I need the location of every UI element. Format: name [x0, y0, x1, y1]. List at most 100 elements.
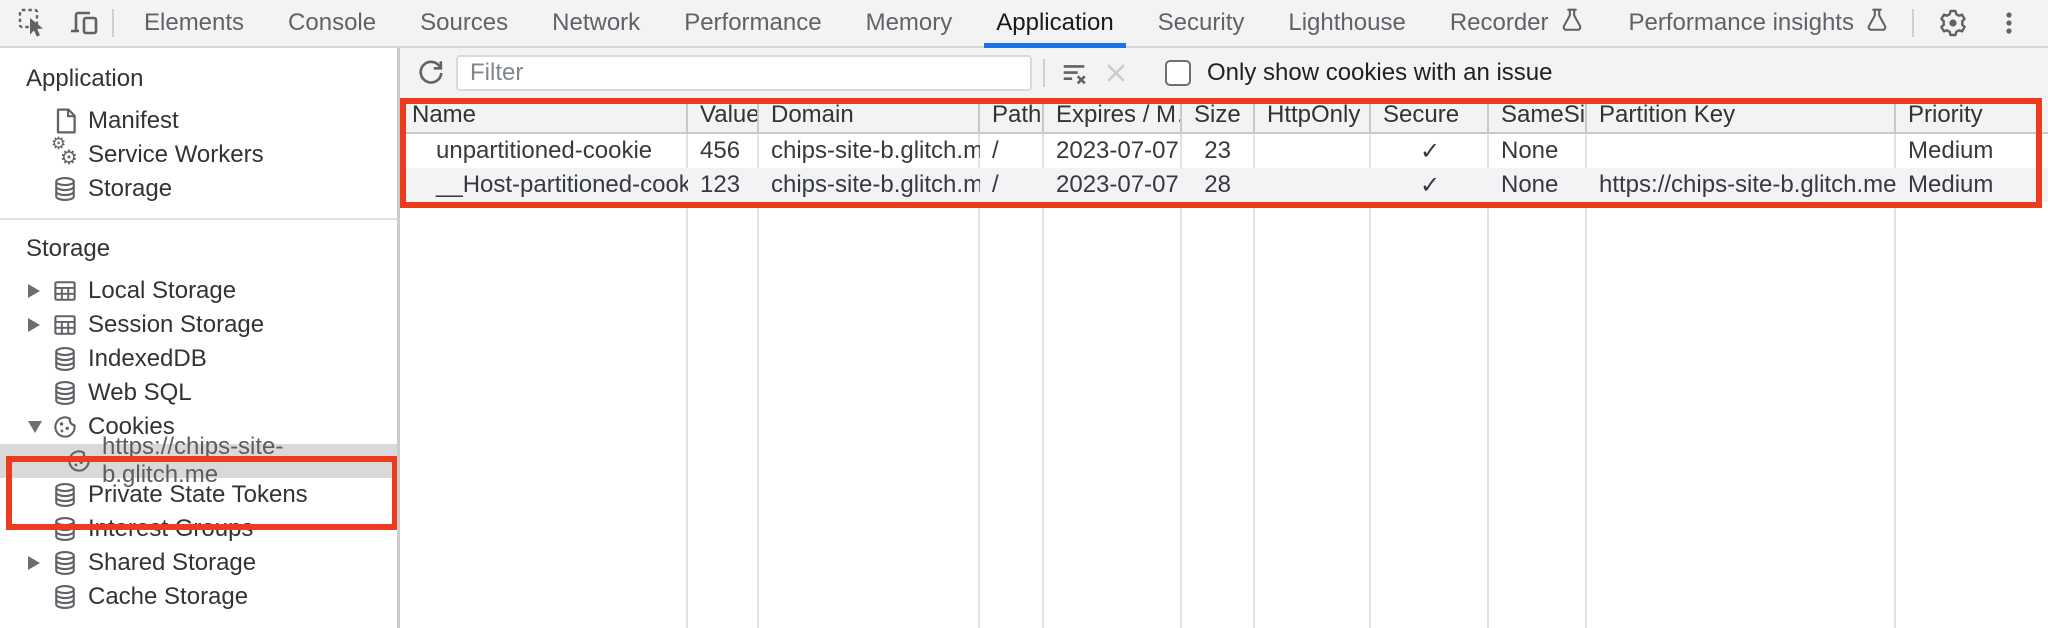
cell-path: / — [992, 137, 999, 164]
sidebar-item-label: Interest Groups — [88, 515, 254, 542]
chevron-right-icon[interactable] — [28, 318, 50, 332]
column-header-domain[interactable]: Domain — [759, 98, 980, 132]
experiment-flask-icon — [1559, 7, 1585, 40]
column-header-partition-key[interactable]: Partition Key — [1587, 98, 1896, 132]
sidebar-item-label: Local Storage — [88, 277, 237, 304]
column-header-value[interactable]: Value — [688, 98, 759, 132]
column-header-size[interactable]: Size — [1182, 98, 1255, 132]
column-header-priority[interactable]: Priority — [1908, 101, 1983, 128]
tab-security[interactable]: Security — [1136, 0, 1267, 46]
tab-network[interactable]: Network — [530, 0, 662, 46]
tab-application[interactable]: Application — [974, 0, 1135, 48]
cell-httponly — [1255, 134, 1371, 168]
cookie-row-host-partitioned-cookie[interactable]: __Host-partitioned-cookie 123 chips-site-b… — [400, 168, 2048, 202]
column-line — [1044, 98, 1182, 628]
settings-gear-icon[interactable] — [1936, 6, 1970, 40]
delete-icon[interactable] — [1099, 56, 1133, 90]
refresh-icon[interactable] — [414, 56, 448, 90]
sidebar-item-cookies[interactable]: Cookies — [0, 410, 397, 444]
sidebar-item-private-state-tokens[interactable]: Private State Tokens — [0, 478, 397, 512]
column-header-samesite[interactable]: SameSite — [1489, 98, 1587, 132]
triangle-glyph — [28, 318, 40, 332]
column-separators — [400, 98, 2048, 628]
sidebar-item-label: Session Storage — [88, 311, 265, 338]
chevron-right-icon[interactable] — [28, 556, 50, 570]
tab-label: Sources — [420, 9, 509, 36]
tab-console[interactable]: Console — [266, 0, 398, 46]
cell-domain: chips-site-b.glitch.me — [771, 171, 980, 198]
sidebar-divider — [0, 218, 397, 220]
tab-recorder[interactable]: Recorder — [1428, 0, 1607, 46]
cookie-icon — [64, 446, 94, 476]
database-icon — [50, 344, 80, 374]
sidebar-item-shared-storage[interactable]: Shared Storage — [0, 546, 397, 580]
sidebar-item-storage[interactable]: Storage — [0, 172, 397, 206]
device-toolbar-icon[interactable] — [68, 6, 102, 40]
sidebar-item-label: Manifest — [88, 107, 179, 134]
sidebar-item-label: Service Workers — [88, 141, 264, 168]
column-header-httponly[interactable]: HttpOnly — [1255, 98, 1371, 132]
filter-input[interactable] — [456, 55, 1032, 91]
sidebar-item-manifest[interactable]: Manifest — [0, 104, 397, 138]
service-workers-icon: ⚙⚙ — [51, 134, 78, 169]
cell-value: 456 — [700, 137, 741, 164]
cell-domain: chips-site-b.glitch.me — [771, 137, 980, 164]
tab-label: Lighthouse — [1288, 9, 1406, 36]
cell-size: 23 — [1204, 137, 1231, 164]
sidebar-item-label: Cookies — [88, 413, 175, 440]
column-header-secure[interactable]: Secure — [1371, 98, 1489, 132]
tab-lighthouse[interactable]: Lighthouse — [1266, 0, 1427, 46]
chevron-down-icon[interactable] — [28, 421, 50, 433]
sidebar-item-web-sql[interactable]: Web SQL — [0, 376, 397, 410]
tab-memory[interactable]: Memory — [844, 0, 975, 46]
cookies-panel: Only show cookies with an issue NameValu… — [400, 48, 2048, 628]
sidebar-item-service-workers[interactable]: ⚙⚙ Service Workers — [0, 134, 397, 172]
cell-name: __Host-partitioned-cookie — [436, 171, 688, 198]
cookie-icon — [50, 412, 80, 442]
cell-samesite: None — [1501, 171, 1559, 198]
column-header-name[interactable]: Name — [400, 98, 688, 132]
tab-performance-insights[interactable]: Performance insights — [1607, 0, 1912, 46]
cell-secure: ✓ — [1419, 137, 1441, 165]
tab-label: Performance insights — [1628, 9, 1854, 36]
inspect-icon[interactable] — [16, 6, 50, 40]
sidebar-item-https-chips-site-b-glitch-me[interactable]: https://chips-site-b.glitch.me — [0, 433, 397, 488]
database-icon — [50, 480, 80, 510]
sidebar-item-indexeddb[interactable]: IndexedDB — [0, 342, 397, 376]
experiment-flask-icon — [1864, 7, 1890, 40]
column-header-expires-m[interactable]: Expires / M… — [1044, 98, 1182, 132]
sidebar-item-session-storage[interactable]: Session Storage — [0, 308, 397, 342]
toolbar-divider — [1043, 59, 1045, 87]
tab-label: Security — [1157, 9, 1245, 36]
issue-filter-label: Only show cookies with an issue — [1207, 59, 1553, 86]
column-line — [1182, 98, 1255, 628]
cell-value: 123 — [700, 171, 741, 198]
tab-sources[interactable]: Sources — [398, 0, 530, 46]
tab-elements[interactable]: Elements — [122, 0, 266, 46]
column-line — [1587, 98, 1896, 628]
sidebar-item-local-storage[interactable]: Local Storage — [0, 274, 397, 308]
cell-samesite: None — [1501, 137, 1559, 164]
cell-partition-key: https://chips-site-b.glitch.me — [1599, 171, 1896, 198]
tabbar-left-icons — [0, 6, 112, 40]
column-line — [688, 98, 759, 628]
clear-filter-icon[interactable] — [1057, 56, 1091, 90]
sidebar-item-interest-groups[interactable]: Interest Groups — [0, 512, 397, 546]
tab-label: Recorder — [1449, 9, 1549, 36]
column-header-path[interactable]: Path — [980, 98, 1044, 132]
cell-expires-m: 2023-07-07… — [1056, 137, 1182, 164]
sidebar-item-label: Cache Storage — [88, 583, 249, 610]
more-options-icon[interactable] — [1992, 6, 2026, 40]
tab-performance[interactable]: Performance — [662, 0, 843, 46]
chevron-right-icon[interactable] — [28, 284, 50, 298]
sidebar-item-cache-storage[interactable]: Cache Storage — [0, 580, 397, 614]
cell-partition-key — [1587, 134, 1896, 168]
issue-filter-checkbox[interactable] — [1165, 60, 1191, 86]
